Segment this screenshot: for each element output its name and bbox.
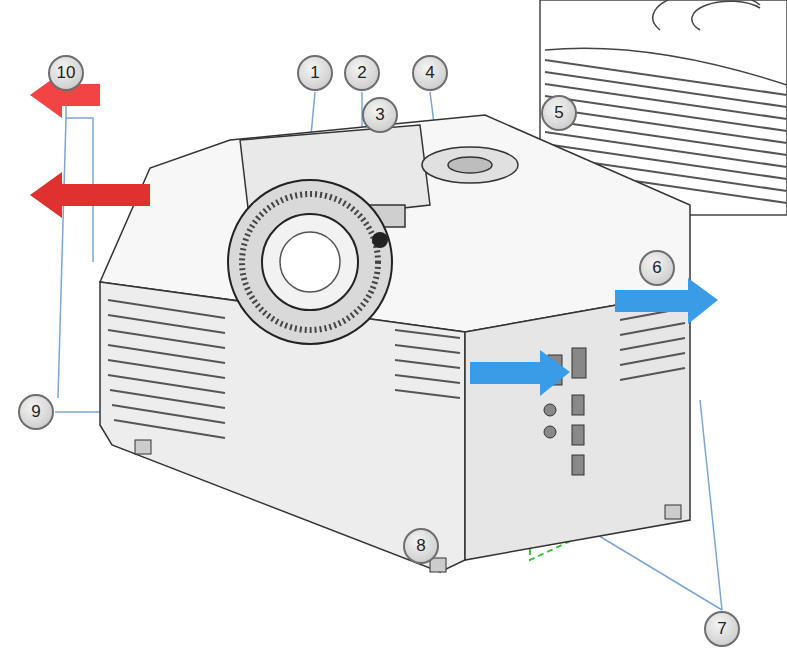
- callout-number: 7: [704, 611, 740, 647]
- lens: [228, 180, 392, 344]
- callout-number: 10: [48, 55, 84, 91]
- callout-number: 4: [412, 55, 448, 91]
- callout-number: 3: [362, 97, 398, 133]
- vent-grille: [108, 300, 685, 438]
- callout-number: 5: [541, 95, 577, 131]
- exhaust-arrows: [30, 72, 150, 218]
- intake-arrows: [470, 278, 718, 396]
- callout-number: 8: [403, 528, 439, 564]
- feet: [135, 440, 681, 572]
- callout-number: 6: [639, 250, 675, 286]
- callout-number: 1: [297, 55, 333, 91]
- projector-body: [100, 115, 690, 572]
- callout-number: 9: [18, 394, 54, 430]
- callout-number: 2: [344, 55, 380, 91]
